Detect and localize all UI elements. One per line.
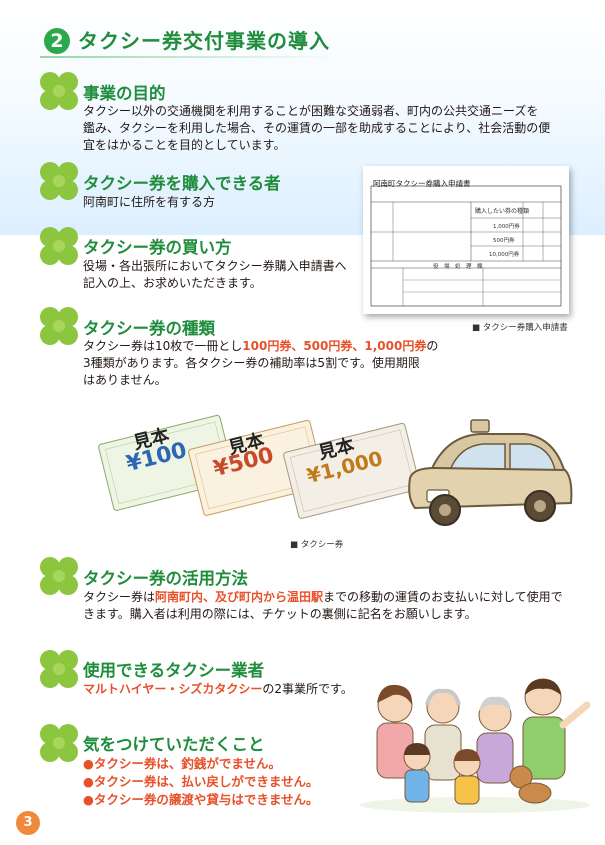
eligibility-text: 阿南町に住所を有する方 <box>83 195 216 209</box>
heading-types: タクシー券の種類 <box>83 319 215 338</box>
ticket-samples-image: ¥100 ¥500 ¥1,000 見本 見本 見本 <box>78 395 418 545</box>
taxi-illustration <box>408 419 573 526</box>
clover-icon <box>40 650 78 688</box>
types-text: タクシー券は10枚で一冊とし <box>83 339 243 353</box>
form-title: 阿南町タクシー券購入申請書 <box>373 179 471 188</box>
form-row-label: 1,000円券 <box>493 224 520 230</box>
clover-icon <box>40 227 78 265</box>
form-drawing <box>370 185 562 307</box>
types-text: の <box>426 339 439 353</box>
types-line: タクシー券は10枚で一冊とし100円券、500円券、1,000円券の <box>83 338 463 355</box>
clover-icon <box>40 162 78 200</box>
application-form-image: 阿南町タクシー券購入申請書 購入したい券の種類 1,000円券 500円券 10… <box>363 166 569 314</box>
clover-icon <box>40 72 78 110</box>
usage-line: タクシー券は阿南町内、及び町内から温田駅までの移動の運賃のお支払いに対して使用で <box>83 589 583 606</box>
how-to-buy-line: 役場・各出張所においてタクシー券購入申請書へ <box>83 259 347 273</box>
clover-icon <box>40 724 78 762</box>
usage-line: きます。購入者は利用の際には、チケットの裏側に記名をお願いします。 <box>83 607 477 621</box>
usage-highlight: 阿南町内、及び町内から温田駅 <box>155 590 324 604</box>
how-to-buy-line: 記入の上、お求めいただきます。 <box>83 276 262 290</box>
heading-operators: 使用できるタクシー業者 <box>83 661 265 680</box>
family-illustration <box>360 678 591 813</box>
caution-item: ●タクシー券は、払い戻しができません。 <box>83 774 319 789</box>
heading-purpose: 事業の目的 <box>83 84 166 103</box>
page-title: タクシー券交付事業の導入 <box>78 29 330 53</box>
types-line: はありません。 <box>83 373 167 387</box>
clover-icon <box>40 307 78 345</box>
form-caption: ■ タクシー券購入申請書 <box>472 323 568 333</box>
types-line: 3種類があります。各タクシー券の補助率は5割です。使用期限 <box>83 356 420 370</box>
section-number-badge: 2 <box>44 28 70 54</box>
purpose-line: 宜をはかることを目的としています。 <box>83 138 286 152</box>
types-highlight: 100円券、500円券、1,000円券 <box>242 339 427 353</box>
operators-text: の2事業所です。 <box>262 682 353 696</box>
heading-how-to-buy: タクシー券の買い方 <box>83 238 232 257</box>
form-row-label: 10,000円券 <box>489 252 520 258</box>
title-underline <box>40 56 340 58</box>
heading-eligibility: タクシー券を購入できる者 <box>83 174 281 193</box>
usage-text: までの移動の運賃のお支払いに対して使用で <box>323 590 563 604</box>
tickets-caption: ■ タクシー券 <box>290 540 344 550</box>
usage-text: タクシー券は <box>83 590 156 604</box>
heading-usage: タクシー券の活用方法 <box>83 569 248 588</box>
clover-icon <box>40 557 78 595</box>
page-number: 3 <box>16 811 40 835</box>
form-row-label: 500円券 <box>493 238 515 244</box>
form-office-label: 役 場 処 理 欄 <box>433 264 483 270</box>
form-col-header: 購入したい券の種類 <box>475 208 530 215</box>
purpose-line: 鑑み、タクシーを利用した場合、その運賃の一部を助成することにより、社会活動の便 <box>83 121 551 135</box>
caution-item: ●タクシー券の譲渡や貸与はできません。 <box>83 792 319 807</box>
tickets-drawing <box>98 414 418 519</box>
purpose-line: タクシー以外の交通機関を利用することが困難な交通弱者、町内の公共交通ニーズを <box>83 104 539 118</box>
operators-highlight: マルトハイヤー・シズカタクシー <box>83 682 263 696</box>
heading-cautions: 気をつけていただくこと <box>83 735 265 754</box>
caution-item: ●タクシー券は、釣銭がでません。 <box>83 756 282 771</box>
